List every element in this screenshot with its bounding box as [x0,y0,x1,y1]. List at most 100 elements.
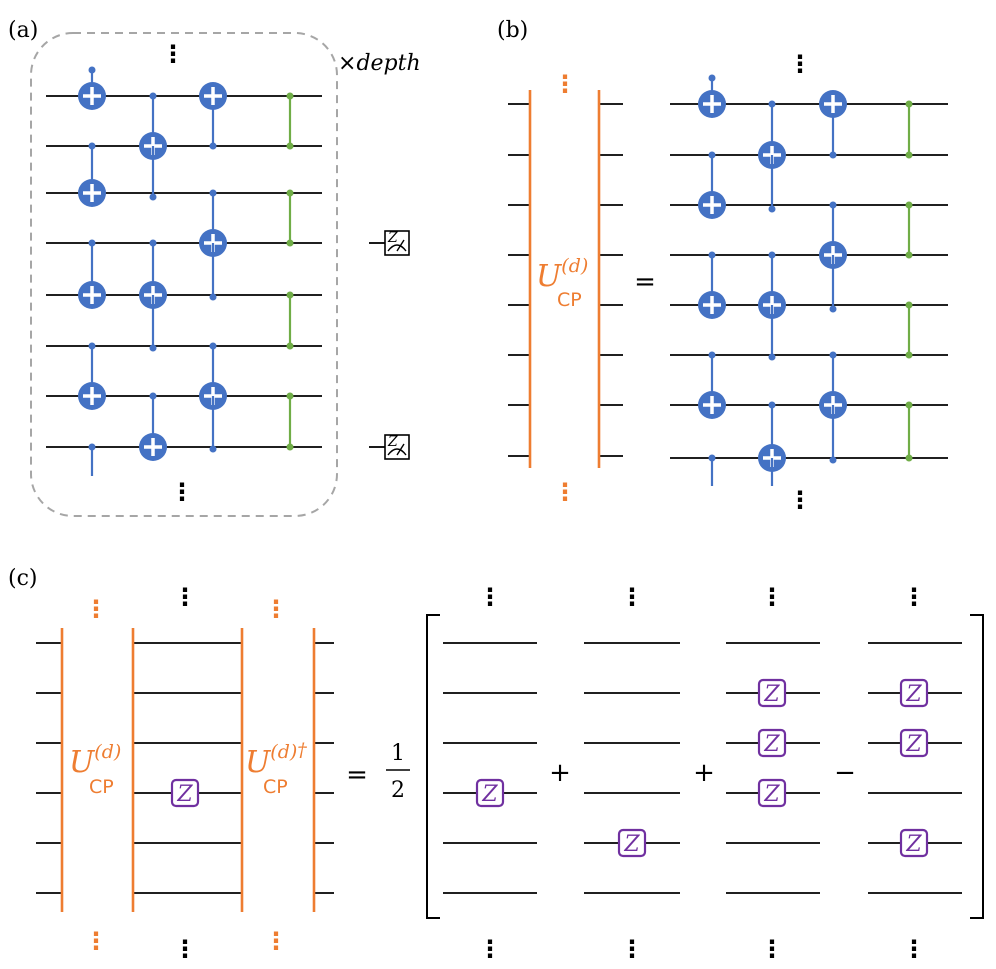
ellipsis-top: ⋮ [173,583,197,611]
cnot-control-dot [149,239,157,247]
plus-sign: + [549,758,571,788]
left-bracket [426,614,440,919]
ellipsis-bottom: ⋮ [173,935,197,963]
ellipsis-bottom: ⋮ [788,486,812,514]
cnot-control-dot [88,443,96,451]
ellipsis-top: ⋮ [788,50,812,78]
panel-b-circuit: ⋮ ⋮ ⋮ ⋮ U(d) CP = [508,50,948,514]
pauli-z-box [170,778,200,808]
ellipsis-bottom: ⋮ [478,935,502,963]
cnot-control-dot [209,189,217,197]
meter-needle [396,443,405,456]
cnot-control-dot [149,193,157,201]
unitary-ellipsis-bottom: ⋮ [553,478,577,506]
minus-sign: − [834,758,856,788]
cnot-control-dot [708,74,716,82]
cz-dot [286,239,294,247]
cz-dot [905,151,913,159]
ellipsis-bottom: ⋮ [760,935,784,963]
pauli-z-label: Z [763,682,780,707]
unitary-label-left: U(d) [69,741,121,780]
cnot-control-dot [209,445,217,453]
cnot-control-dot [88,142,96,150]
cz-dot [905,301,913,309]
cnot-control-dot [829,351,837,359]
unitary-subscript: CP [263,776,288,798]
panel-label-c: (c) [8,566,38,591]
cz-dot [286,342,294,350]
cz-dot [286,142,294,150]
cz-dot [905,100,913,108]
cnot-control-dot [768,401,776,409]
cnot-control-dot [88,342,96,350]
depth-label: ×depth [338,51,421,76]
panel-a-circuit: ⋮ ⋮ ×depth Z Z [30,32,421,517]
dagger-symbol: † [297,739,307,761]
plus-sign: + [693,758,715,788]
pauli-z-label: Z [763,732,780,757]
times-sign: × [338,51,356,76]
measurement-meter-top: Z [369,230,410,256]
unitary-ellipsis-top: ⋮ [84,595,108,623]
cz-dot [905,201,913,209]
meter-label: Z [387,434,398,450]
unitary-ellipsis-bottom: ⋮ [84,927,108,955]
ellipsis-bottom: ⋮ [902,935,926,963]
unitary-ellipsis-bottom: ⋮ [264,927,288,955]
unitary-ellipsis-top: ⋮ [264,595,288,623]
pauli-z-label: Z [623,832,640,857]
pauli-z-label: Z [176,782,193,807]
unitary-label: U(d) [536,255,588,294]
cnot-control-dot [209,342,217,350]
pauli-z-label: Z [481,782,498,807]
unitary-name: U [245,745,272,780]
meter-label: Z [387,230,398,246]
pauli-z-box [757,728,787,758]
meter-arc [387,244,407,252]
cnot-control-dot [708,251,716,259]
cnot-control-dot [708,351,716,359]
panel-label-b: (b) [497,18,528,43]
pauli-z-label: Z [763,782,780,807]
equals-sign: = [346,760,368,790]
equals-sign: = [634,267,656,297]
unitary-ellipsis-top: ⋮ [553,70,577,98]
ellipsis-top: ⋮ [478,583,502,611]
ellipsis-top: ⋮ [620,583,644,611]
cnot-control-dot [149,92,157,100]
cnot-control-dot [209,293,217,301]
cz-dot [286,189,294,197]
cz-dot [286,443,294,451]
cz-dot [905,401,913,409]
cnot-control-dot [149,392,157,400]
cnot-control-dot [768,205,776,213]
cnot-control-dot [829,201,837,209]
unitary-superscript: (d) [94,741,121,763]
pauli-z-box [617,828,647,858]
measurement-meter-bottom: Z [369,434,410,460]
cz-dot [286,92,294,100]
pauli-z-box [899,678,929,708]
pauli-z-box [757,778,787,808]
pauli-z-label: Z [905,832,922,857]
cnot-control-dot [708,151,716,159]
cnot-control-dot [768,251,776,259]
cnot-control-dot [768,100,776,108]
cnot-control-dot [88,239,96,247]
pauli-z-label: Z [905,682,922,707]
meter-needle [396,239,405,252]
unitary-subscript: CP [557,289,582,311]
cz-dot [286,392,294,400]
pauli-z-box [899,828,929,858]
panel-label-a: (a) [8,18,38,43]
fraction-numerator: 1 [391,741,405,766]
meter-arc [387,448,407,456]
ellipsis-top: ⋮ [902,583,926,611]
ellipsis-bottom: ⋮ [170,478,194,506]
unitary-name: U [69,745,96,780]
cz-dot [905,351,913,359]
cnot-control-dot [708,454,716,462]
unitary-name: U [536,259,563,294]
